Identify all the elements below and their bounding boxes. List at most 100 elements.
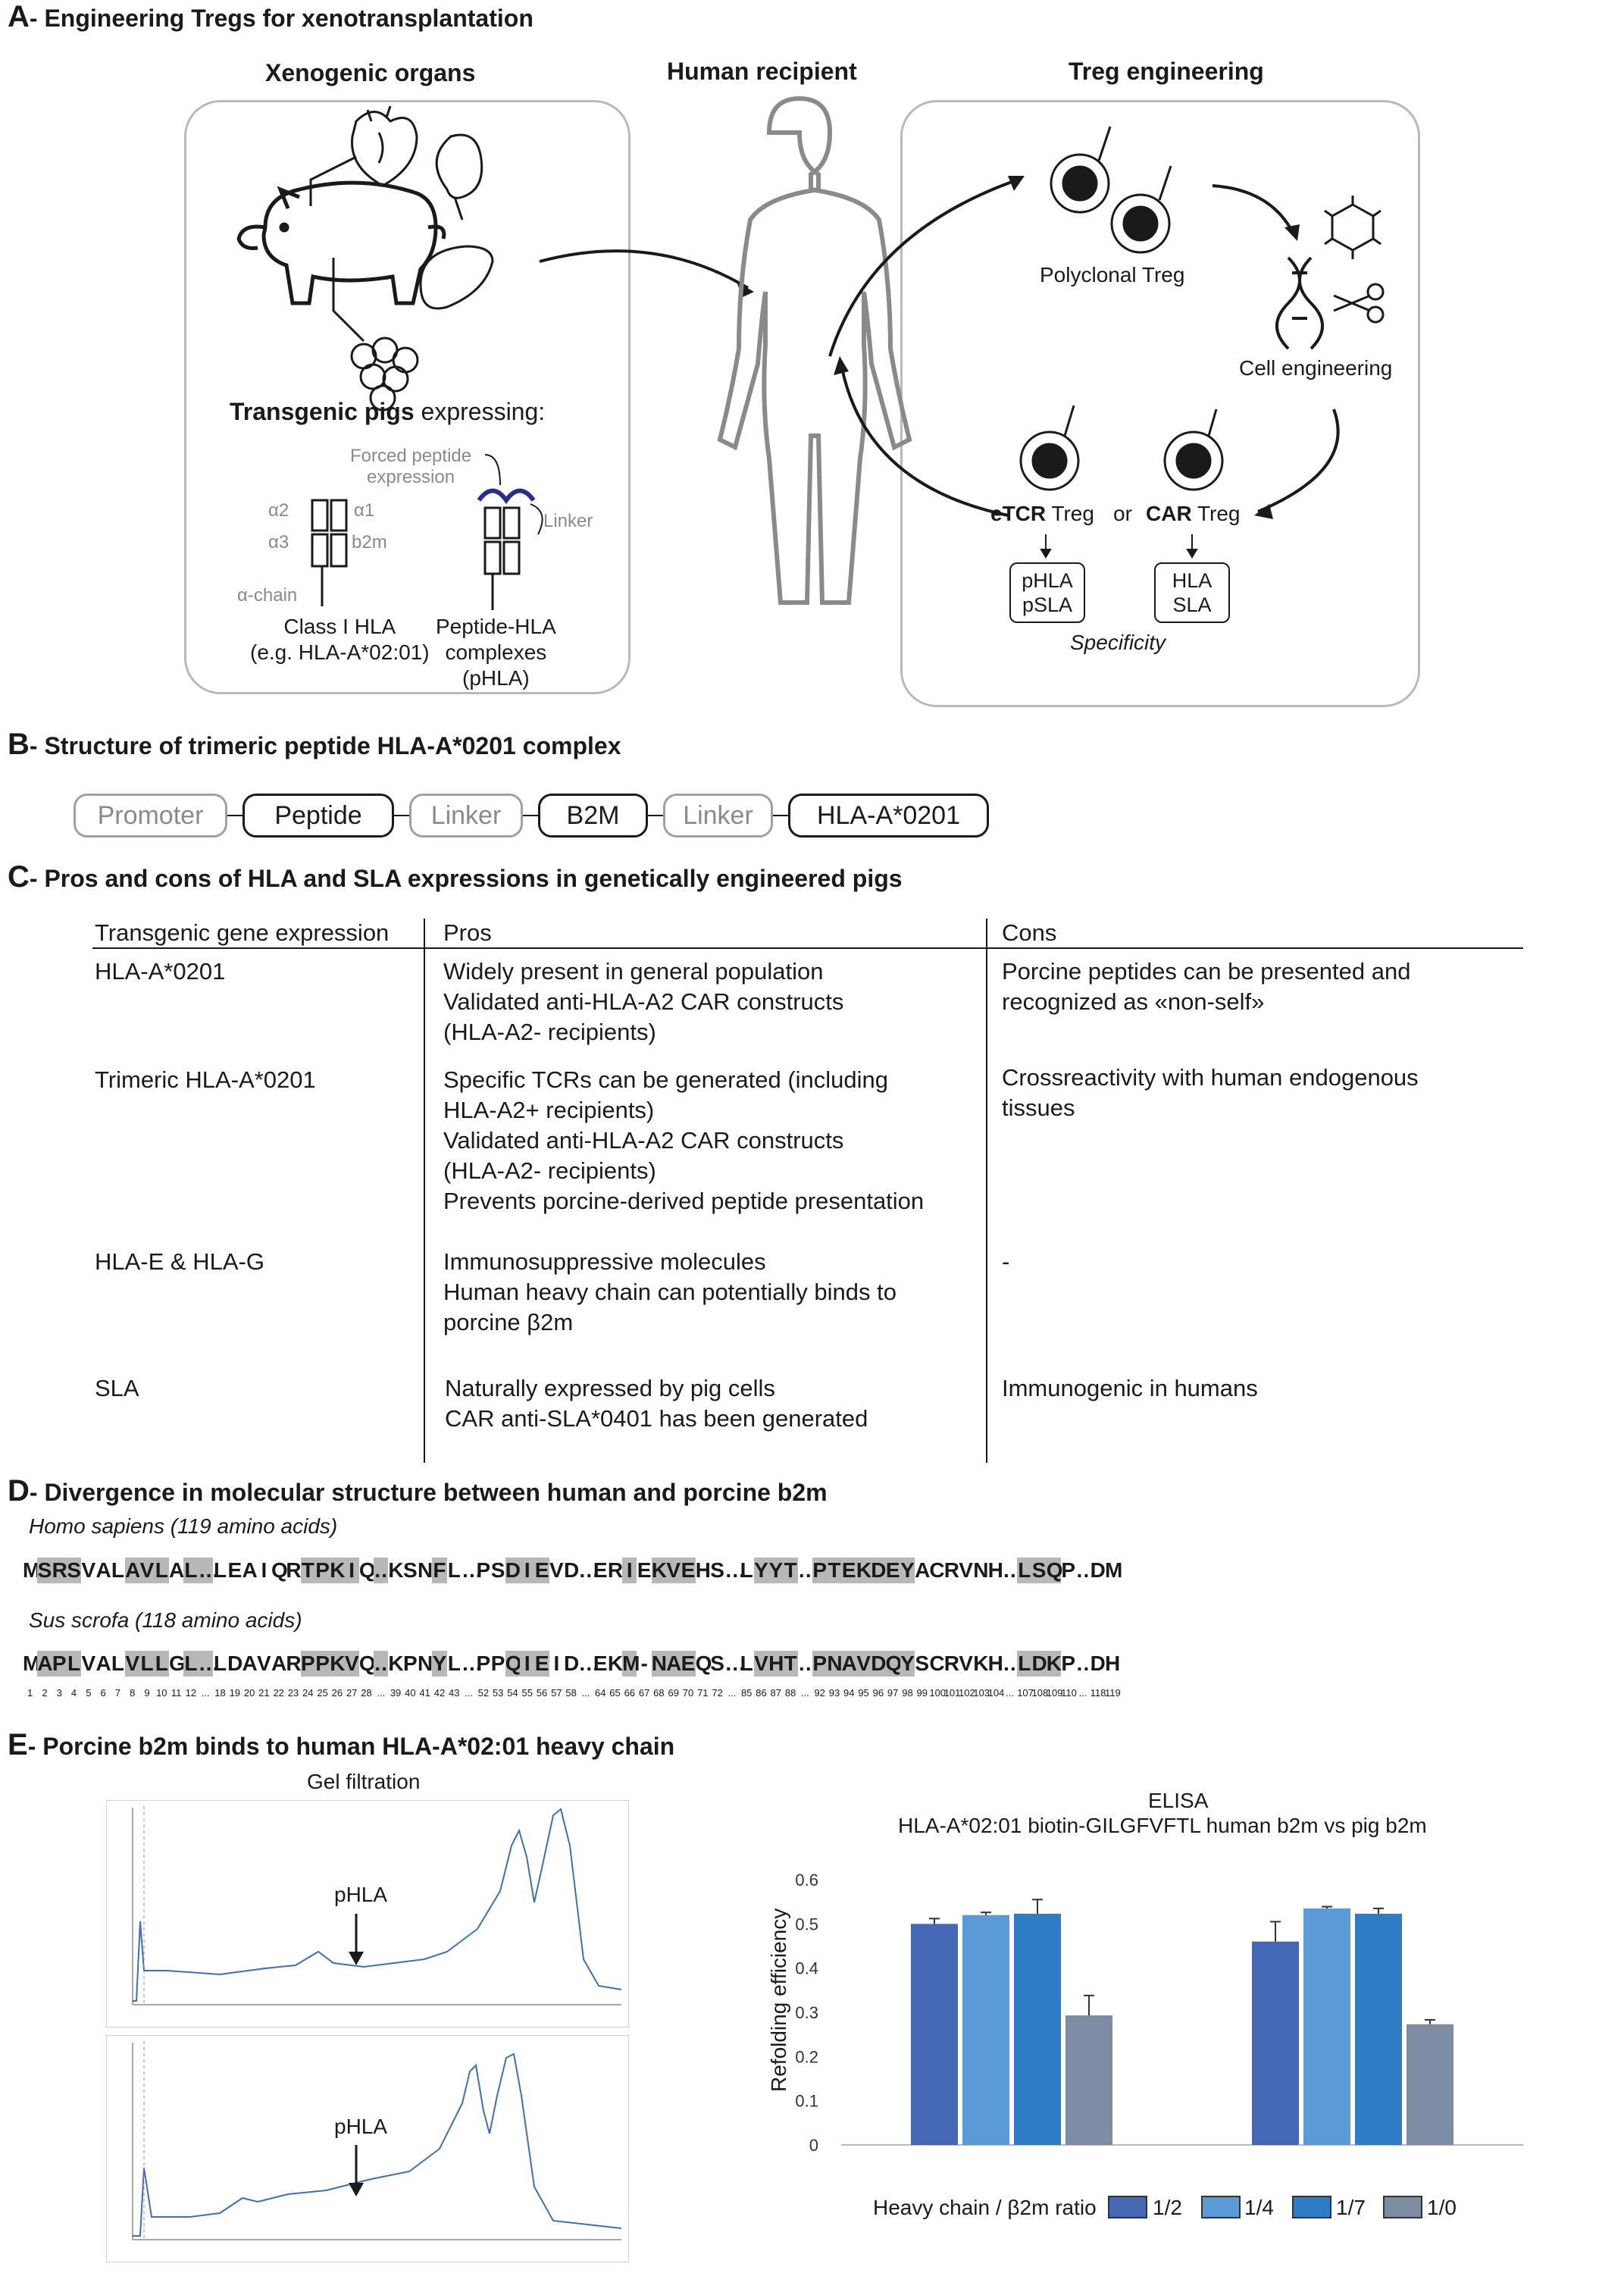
bar-hB2M-1/0: [1065, 2015, 1112, 2145]
residue: I: [553, 1652, 560, 1675]
residue: V: [81, 1558, 96, 1582]
residue-number: 41: [419, 1687, 430, 1699]
residue-number: 54: [507, 1687, 518, 1699]
residue: A: [242, 1558, 258, 1582]
residue: Y: [753, 1558, 769, 1583]
residue: E: [534, 1651, 549, 1677]
residue: K: [607, 1652, 624, 1675]
phla-drawing: [477, 454, 543, 610]
residue: H: [987, 1652, 1003, 1675]
xeno-box: [184, 100, 631, 694]
panel-e-title: E- Porcine b2m binds to human HLA-A*02:0…: [8, 1728, 675, 1761]
table-row-4-cons: Immunogenic in humans: [1002, 1375, 1258, 1401]
table-row-4-pros: Naturally expressed by pig cells CAR ant…: [445, 1375, 868, 1432]
residue: R: [607, 1558, 624, 1582]
table-header-pros: Pros: [443, 919, 492, 946]
residue: L: [183, 1651, 199, 1677]
panel-d-title: D- Divergence in molecular structure bet…: [8, 1474, 828, 1508]
residue: …: [578, 1652, 600, 1675]
residue: H: [695, 1558, 711, 1582]
residue-number: 39: [390, 1687, 402, 1699]
residue: D: [563, 1652, 580, 1675]
residue: Y: [432, 1651, 447, 1677]
residue: …: [461, 1652, 483, 1675]
residue-number: 96: [872, 1687, 884, 1699]
residue: P: [476, 1558, 491, 1582]
residue-number: 71: [697, 1687, 709, 1699]
table-row-1-gene: HLA-A*0201: [95, 958, 226, 985]
residue: L: [111, 1558, 124, 1582]
residue: L: [1017, 1651, 1032, 1677]
phla-label-top: pHLA: [334, 1883, 388, 1906]
alpha1-label: α1: [354, 500, 375, 521]
residue-number: 22: [273, 1687, 284, 1699]
scissors-icon: [1333, 283, 1385, 324]
bar-pigB2M-1/7: [1355, 1913, 1402, 2145]
residue: V: [344, 1651, 359, 1677]
car-specificity-box: HLA SLA: [1154, 562, 1230, 623]
residue: L: [183, 1558, 199, 1583]
residue: …: [198, 1558, 220, 1583]
residue: D: [227, 1652, 243, 1675]
residue-number: 66: [624, 1687, 636, 1699]
residue: E: [681, 1651, 696, 1677]
residue: M: [1104, 1558, 1123, 1582]
residue-number: 110: [1061, 1687, 1077, 1699]
legend-swatch-4: [1383, 2196, 1422, 2218]
residue: P: [1061, 1558, 1076, 1582]
residue: K: [388, 1558, 404, 1582]
residue: A: [37, 1651, 53, 1677]
residue-number: 24: [302, 1687, 314, 1699]
construct-connectors: [227, 815, 788, 816]
virus-icon: [1324, 196, 1381, 259]
human-silhouette: [717, 95, 912, 605]
residue: G: [168, 1652, 186, 1675]
phla-label-bottom: pHLA: [334, 2115, 388, 2138]
residue: D: [505, 1558, 521, 1583]
residue: I: [520, 1558, 535, 1583]
legend-label-2: 1/4: [1244, 2196, 1274, 2219]
residue-number: 43: [449, 1687, 460, 1699]
residue: A: [915, 1558, 931, 1582]
residue: …: [724, 1558, 746, 1582]
residue-number: 40: [405, 1687, 416, 1699]
residue: Q: [885, 1651, 903, 1677]
residue: …: [374, 1558, 396, 1583]
residue-number: 2: [42, 1687, 48, 1699]
residue-number: 58: [565, 1687, 577, 1699]
residue-number: 3: [56, 1687, 62, 1699]
table-row-2-pros: Specific TCRs can be generated (includin…: [443, 1066, 925, 1214]
legend-label-3: 1/7: [1336, 2196, 1366, 2219]
residue: P: [314, 1651, 330, 1677]
residue: A: [168, 1558, 185, 1582]
residue: V: [959, 1558, 973, 1582]
residue-number: 100: [929, 1687, 947, 1699]
residue: T: [827, 1558, 842, 1583]
residue-number: 85: [740, 1687, 753, 1699]
residue: …: [797, 1652, 819, 1675]
table-row-2-gene: Trimeric HLA-A*0201: [95, 1066, 316, 1093]
human-species-label: Homo sapiens (119 amino acids): [29, 1514, 338, 1538]
residue-number: 53: [492, 1687, 504, 1699]
table-row-4-gene: SLA: [95, 1375, 139, 1401]
bar-hB2M-1/2: [911, 1924, 958, 2145]
residue: E: [534, 1558, 549, 1583]
residue: K: [330, 1558, 346, 1583]
peptide-hla-label: Peptide-HLA complexes (pHLA): [436, 615, 556, 690]
residue-number: 6: [100, 1687, 106, 1699]
residue: M: [23, 1558, 41, 1582]
residue: D: [871, 1558, 887, 1583]
residue: P: [300, 1651, 315, 1677]
segment-linker-2: Linker: [663, 794, 773, 838]
residue: L: [111, 1652, 124, 1675]
treg-heading: Treg engineering: [1069, 58, 1264, 85]
residue: K: [388, 1652, 404, 1675]
y-tick-label: 0.1: [795, 2092, 818, 2111]
residue: L: [66, 1651, 82, 1677]
residue-number: ...: [465, 1687, 473, 1699]
human-heading: Human recipient: [667, 58, 857, 85]
residue: C: [929, 1558, 945, 1582]
residue-number: 93: [828, 1687, 840, 1699]
panel-a-illustration: [236, 95, 1385, 610]
